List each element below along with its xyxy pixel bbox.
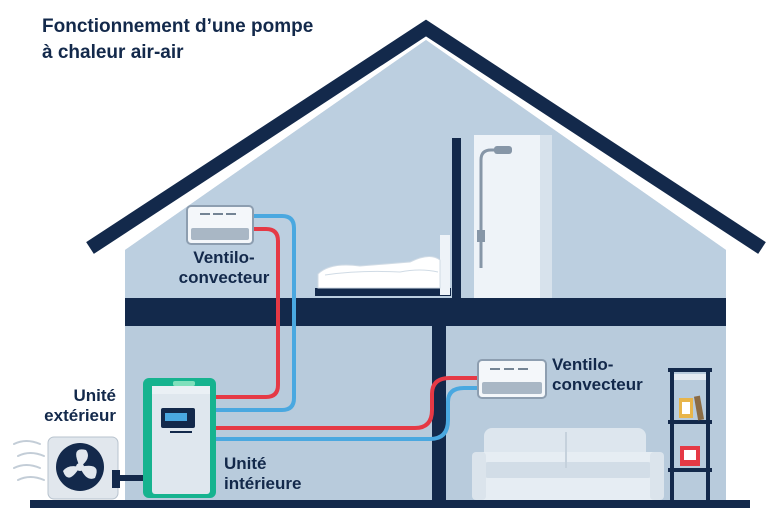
label-fan-coil-upper-line1: Ventilo- bbox=[193, 248, 255, 267]
diagram-title: Fonctionnement d’une pompe à chaleur air… bbox=[42, 14, 313, 66]
air-flow-icon bbox=[13, 440, 45, 481]
fan-coil-upper bbox=[186, 205, 254, 245]
title-line-2: à chaleur air-air bbox=[42, 42, 184, 63]
shower-icon bbox=[474, 135, 552, 298]
outdoor-unit bbox=[47, 436, 120, 500]
roof bbox=[86, 19, 766, 254]
upper-partition bbox=[452, 138, 461, 300]
label-indoor-unit-line2: intérieure bbox=[224, 474, 302, 493]
pipe-cold-lower bbox=[208, 386, 484, 441]
ground-line bbox=[30, 500, 750, 508]
label-outdoor-unit-line2: extérieur bbox=[44, 406, 116, 425]
label-outdoor-unit: Unité extérieur bbox=[36, 386, 116, 426]
pipe-cold-upper bbox=[208, 214, 296, 412]
label-indoor-unit: Unité intérieure bbox=[224, 454, 301, 494]
pipe-hot-upper bbox=[208, 227, 280, 399]
label-fan-coil-lower: Ventilo- convecteur bbox=[552, 355, 643, 395]
pipe-hot-lower bbox=[208, 376, 484, 430]
label-fan-coil-lower-line1: Ventilo- bbox=[552, 355, 614, 374]
bed-icon bbox=[315, 235, 451, 296]
indoor-unit bbox=[143, 378, 216, 498]
label-fan-coil-lower-line2: convecteur bbox=[552, 375, 643, 394]
title-line-1: Fonctionnement d’une pompe bbox=[42, 16, 314, 37]
label-indoor-unit-line1: Unité bbox=[224, 454, 267, 473]
label-fan-coil-upper-line2: convecteur bbox=[178, 268, 270, 287]
pipes bbox=[115, 214, 484, 481]
fan-coil-lower bbox=[477, 359, 547, 399]
upper-floor-slab bbox=[125, 298, 726, 326]
label-outdoor-unit-line1: Unité bbox=[73, 386, 117, 405]
lower-partition bbox=[432, 326, 446, 506]
shelf-icon bbox=[668, 368, 712, 502]
sofa-icon bbox=[472, 428, 664, 500]
label-fan-coil-upper: Ventilo- convecteur bbox=[172, 248, 276, 288]
